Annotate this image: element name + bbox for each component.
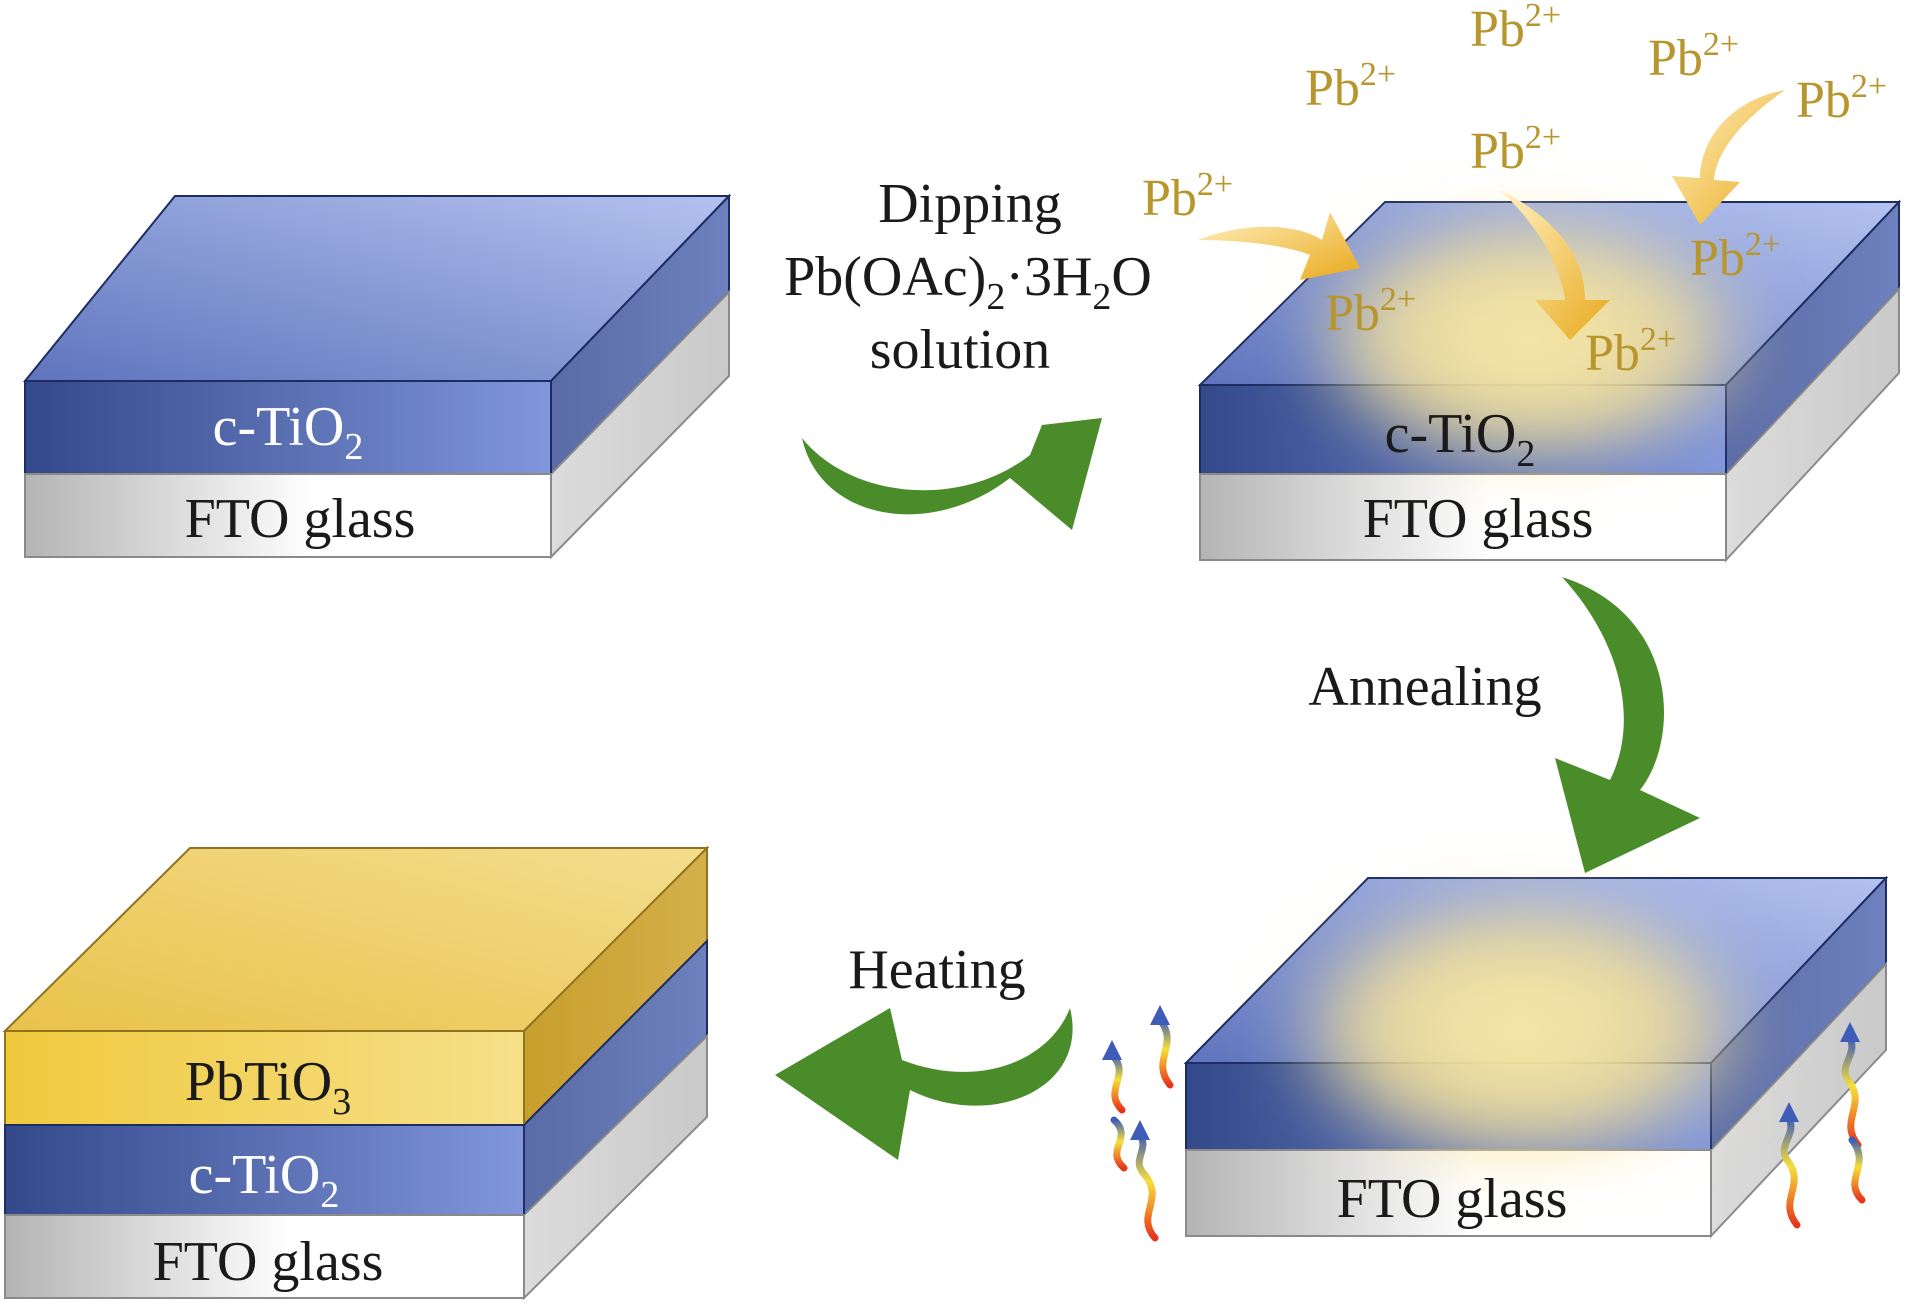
pb-adsorption-glow: [1290, 200, 1770, 480]
pb-ion-label: Pb2+: [1305, 56, 1396, 117]
fto-glass-label: FTO glass: [1337, 1168, 1568, 1230]
substrate-final: PbTiO3 c-TiO2 FTO glass: [2, 845, 710, 1301]
fto-glass-label: FTO glass: [185, 488, 416, 550]
heat-wave-icon: [1135, 1131, 1159, 1242]
annealed-glow: [1270, 880, 1770, 1180]
tio2-label: c-TiO2: [1385, 403, 1536, 475]
heat-wave-icon: [1156, 1016, 1174, 1089]
substrate-initial: c-TiO2 FTO glass: [22, 193, 732, 560]
heat-wave-icon: [1841, 1034, 1862, 1149]
heat-waves-left: [1102, 1005, 1174, 1242]
glass-front-face: [4, 1214, 525, 1299]
heat-wave-icon: [1110, 1116, 1128, 1172]
pbtio3-label: PbTiO3: [185, 1051, 351, 1123]
dipping-label: Dipping: [878, 173, 1062, 235]
pb-ion-label: Pb2+: [1142, 166, 1233, 227]
pb-ion-label: Pb2+: [1585, 321, 1676, 382]
ion-arrow-icon: [1198, 212, 1360, 280]
tio2-label: c-TiO2: [189, 1144, 340, 1216]
fto-glass-label: FTO glass: [153, 1231, 384, 1293]
dipping-solution-word: solution: [870, 319, 1050, 381]
glass-front-face: [24, 473, 552, 558]
pbtio3-front-face: [4, 1030, 525, 1126]
heat-wave-icon: [1848, 1136, 1866, 1204]
curved-arrow-icon: [802, 418, 1102, 530]
glass-front-face: [1199, 473, 1727, 561]
tio2-label: c-TiO2: [213, 396, 364, 468]
heat-waves-right: [1779, 1022, 1866, 1229]
substrate-dipped: c-TiO2 FTO glass: [1197, 199, 1902, 563]
pb-ion-label: Pb2+: [1648, 26, 1739, 87]
annealing-label: Annealing: [1308, 656, 1541, 718]
substrate-annealed: FTO glass: [1183, 875, 1889, 1239]
pb-ion-label: Pb2+: [1325, 281, 1416, 342]
fto-glass-label: FTO glass: [1363, 488, 1594, 550]
ion-arrow-icon: [1500, 190, 1610, 340]
pb-ion-label: Pb2+: [1796, 68, 1887, 129]
pb-ion-label: Pb2+: [1470, 0, 1561, 58]
ion-arrow-icon: [1672, 90, 1785, 225]
dipping-solution-formula: Pb(OAc)2·3H2O: [784, 246, 1152, 318]
tio2-front-face: [24, 380, 552, 475]
tio2-front-face: [4, 1124, 525, 1216]
pb-ion-label: Pb2+: [1690, 226, 1781, 287]
curved-arrow-icon: [1555, 577, 1700, 873]
pb-ions: Pb2+ Pb2+ Pb2+ Pb2+ Pb2+ Pb2+ Pb2+ Pb2+ …: [1142, 0, 1887, 382]
curved-arrow-icon: [775, 1008, 1073, 1160]
heat-wave-icon: [1108, 1051, 1126, 1114]
heat-wave-icon: [1780, 1114, 1801, 1229]
pb-ion-label: Pb2+: [1470, 119, 1561, 180]
heating-label: Heating: [848, 939, 1025, 1001]
